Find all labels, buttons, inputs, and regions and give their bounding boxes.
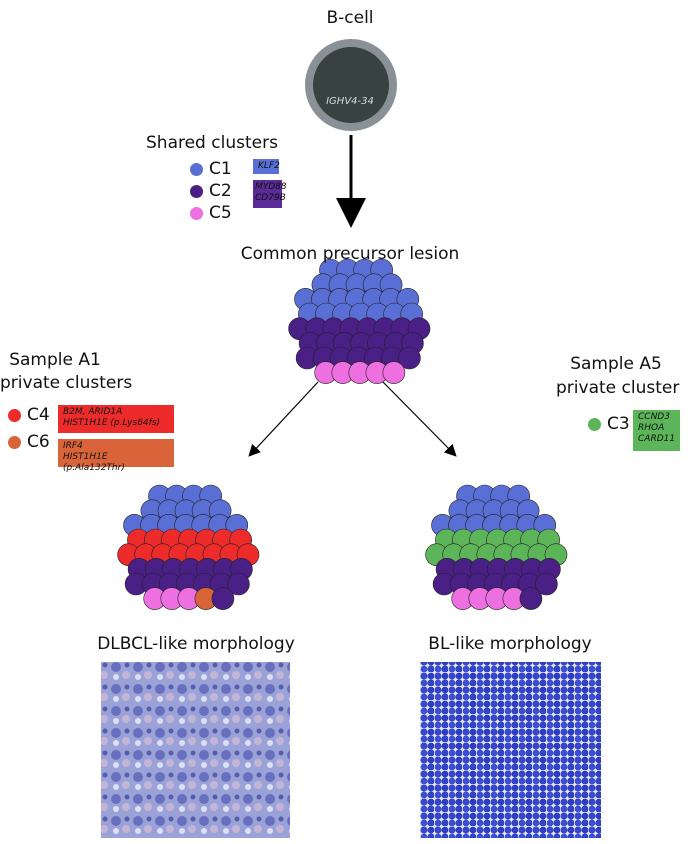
- sample-a1-title-line2: private clusters: [0, 373, 133, 393]
- arrow-to-dlbcl: [248, 381, 319, 457]
- cell-circle: [211, 587, 235, 610]
- dlbcl-lesion-cluster: [117, 484, 260, 610]
- c4-label: C4: [27, 405, 50, 425]
- legend-item-c3: C3: [588, 414, 630, 434]
- histology-images: [101, 662, 601, 838]
- shared-clusters-title: Shared clusters: [146, 133, 278, 153]
- b-cell-circle: [305, 39, 397, 131]
- c4-gene-line-1: B2M, ARID1A: [63, 407, 123, 417]
- c2-label: C2: [209, 181, 232, 201]
- sample-a5-title-line1: Sample A5: [570, 354, 662, 374]
- b-cell-title: B-cell: [326, 8, 374, 28]
- cluster-diagrams: [117, 258, 568, 610]
- bl-lesion-cluster: [425, 484, 568, 610]
- c6-gene-line-1: IRF4: [63, 441, 83, 451]
- c1-dot: [190, 162, 203, 176]
- arrows: [248, 135, 457, 457]
- c3-gene-line-1: CCND3: [638, 412, 670, 422]
- ighv-gene-label: IGHV4-34: [326, 96, 374, 107]
- c4-gene-tag: B2M, ARID1A HIST1H1E (p.Lys64fs): [58, 405, 174, 433]
- cell-circle: [519, 587, 543, 610]
- c3-dot: [588, 417, 601, 431]
- c6-gene-tag: IRF4 HIST1H1E (p.Ala132Thr): [58, 439, 174, 473]
- c6-gene-line-2: HIST1H1E (p.Ala132Thr): [63, 452, 125, 473]
- c6-dot: [8, 435, 21, 449]
- dlbcl-histology-image: [101, 662, 290, 838]
- c2-dot: [190, 184, 203, 198]
- cell-circle: [227, 572, 250, 596]
- legend-item-c1: C1: [190, 159, 232, 179]
- dlbcl-morphology-title: DLBCL-like morphology: [97, 634, 295, 654]
- c3-gene-line-2: RHOA: [638, 423, 665, 433]
- bl-histology-image: [420, 662, 601, 838]
- bl-morphology-title: BL-like morphology: [428, 634, 592, 654]
- c1-label: C1: [209, 159, 232, 179]
- sample-a5-title-line2: private cluster: [556, 378, 680, 398]
- c1-gene-tag: KLF2: [253, 159, 280, 174]
- precursor-title: Common precursor lesion: [240, 244, 460, 264]
- arrow-to-bl: [382, 381, 457, 457]
- c5-label: C5: [209, 203, 232, 223]
- cell-circle: [382, 361, 406, 384]
- c5-dot: [190, 206, 203, 220]
- legend-item-c4: C4: [8, 405, 50, 425]
- c3-gene-tag: CCND3 RHOA CARD11: [633, 410, 680, 451]
- c6-label: C6: [27, 432, 50, 452]
- b-cell-nucleus: [313, 47, 389, 123]
- precursor-lesion-cluster: [288, 258, 431, 384]
- c1-gene-line-1: KLF2: [258, 161, 280, 171]
- legend-item-c6: C6: [8, 432, 50, 452]
- c2-gene-line-1: MYD88: [255, 182, 287, 192]
- c2-gene-line-2: CD79B: [255, 193, 286, 203]
- cell-circle: [535, 572, 558, 596]
- c3-gene-line-3: CARD11: [638, 434, 676, 444]
- cell-circle: [398, 346, 421, 370]
- sample-a1-title-line1: Sample A1: [9, 350, 101, 370]
- c4-dot: [8, 408, 21, 422]
- legend-item-c2: C2: [190, 181, 232, 201]
- c2-gene-tag: MYD88 CD79B: [253, 180, 287, 208]
- legend-item-c5: C5: [190, 203, 232, 223]
- c3-label: C3: [607, 414, 630, 434]
- c4-gene-line-2: HIST1H1E (p.Lys64fs): [63, 418, 161, 428]
